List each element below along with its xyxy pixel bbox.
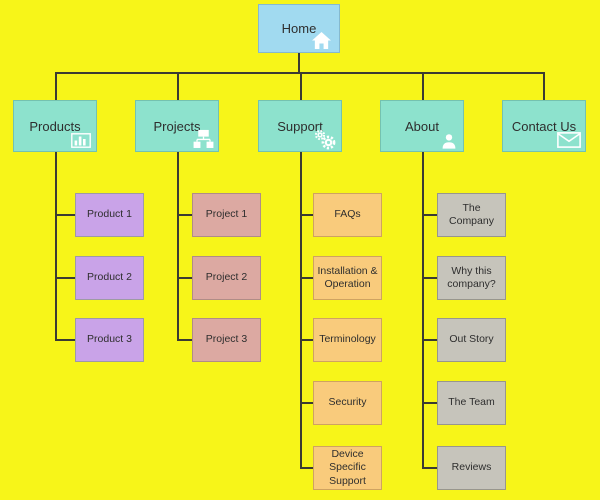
connector-stub <box>177 339 192 341</box>
connector-drop-projects <box>177 72 179 100</box>
node-contact-us[interactable]: Contact Us <box>502 100 586 152</box>
connector-stub <box>300 277 313 279</box>
node-projects[interactable]: Projects <box>135 100 219 152</box>
node-about[interactable]: About <box>380 100 464 152</box>
connector-stub <box>300 339 313 341</box>
node-label: The Company <box>449 201 494 227</box>
connector-stub <box>55 214 75 216</box>
node-label: Security <box>328 396 367 409</box>
node-label: Device Specific Support <box>329 448 366 487</box>
gears-icon <box>313 129 337 150</box>
node-label: FAQs <box>334 208 361 221</box>
connector-stub <box>300 214 313 216</box>
node-faqs[interactable]: FAQs <box>313 193 382 237</box>
connector-stub <box>422 402 437 404</box>
connector-stub <box>422 467 437 469</box>
node-product-3[interactable]: Product 3 <box>75 318 144 362</box>
node-label: Out Story <box>449 333 494 346</box>
node-project-2[interactable]: Project 2 <box>192 256 261 300</box>
connector-trunk-support <box>300 152 302 469</box>
node-support[interactable]: Support <box>258 100 342 152</box>
node-label: Why this company? <box>447 264 496 290</box>
connector-home <box>298 53 300 73</box>
node-why-this-company[interactable]: Why this company? <box>437 256 506 300</box>
node-device-specific-support[interactable]: Device Specific Support <box>313 446 382 490</box>
node-products[interactable]: Products <box>13 100 97 152</box>
bar-chart-icon <box>71 133 91 148</box>
node-out-story[interactable]: Out Story <box>437 318 506 362</box>
node-label: Product 2 <box>87 271 132 284</box>
connector-drop-support <box>300 72 302 100</box>
node-project-1[interactable]: Project 1 <box>192 193 261 237</box>
node-contact-us-label: Contact Us <box>511 118 577 134</box>
connector-stub <box>422 214 437 216</box>
connector-stub <box>300 402 313 404</box>
connector-trunk-products <box>55 152 57 341</box>
node-label: The Team <box>448 396 495 409</box>
person-icon <box>441 133 457 149</box>
connector-stub <box>55 339 75 341</box>
connector-stub <box>55 277 75 279</box>
node-about-label: About <box>405 118 439 134</box>
node-label: Product 3 <box>87 333 132 346</box>
node-support-label: Support <box>277 118 323 134</box>
node-project-3[interactable]: Project 3 <box>192 318 261 362</box>
envelope-icon <box>557 132 581 148</box>
node-projects-label: Projects <box>153 118 201 134</box>
node-label: Installation & Operation <box>317 264 378 290</box>
node-reviews[interactable]: Reviews <box>437 446 506 490</box>
connector-stub <box>422 339 437 341</box>
node-the-team[interactable]: The Team <box>437 381 506 425</box>
node-products-label: Products <box>29 118 81 134</box>
node-home[interactable]: Home <box>258 4 340 53</box>
home-icon <box>311 31 332 50</box>
node-label: Reviews <box>451 461 492 474</box>
node-home-label: Home <box>281 21 317 36</box>
sitemap-icon <box>193 129 214 149</box>
connector-trunk-about <box>422 152 424 469</box>
connector-drop-about <box>422 72 424 100</box>
connector-stub <box>177 214 192 216</box>
node-label: Product 1 <box>87 208 132 221</box>
node-product-2[interactable]: Product 2 <box>75 256 144 300</box>
node-terminology[interactable]: Terminology <box>313 318 382 362</box>
connector-level1-bus <box>55 72 544 74</box>
node-security[interactable]: Security <box>313 381 382 425</box>
connector-drop-products <box>55 72 57 100</box>
node-installation-operation[interactable]: Installation & Operation <box>313 256 382 300</box>
connector-drop-contact <box>543 72 545 100</box>
node-label: Project 2 <box>205 271 248 284</box>
connector-trunk-projects <box>177 152 179 341</box>
node-product-1[interactable]: Product 1 <box>75 193 144 237</box>
connector-stub <box>300 467 313 469</box>
connector-stub <box>422 277 437 279</box>
node-label: Terminology <box>319 333 376 346</box>
node-label: Project 3 <box>205 333 248 346</box>
node-label: Project 1 <box>205 208 248 221</box>
connector-stub <box>177 277 192 279</box>
node-the-company[interactable]: The Company <box>437 193 506 237</box>
